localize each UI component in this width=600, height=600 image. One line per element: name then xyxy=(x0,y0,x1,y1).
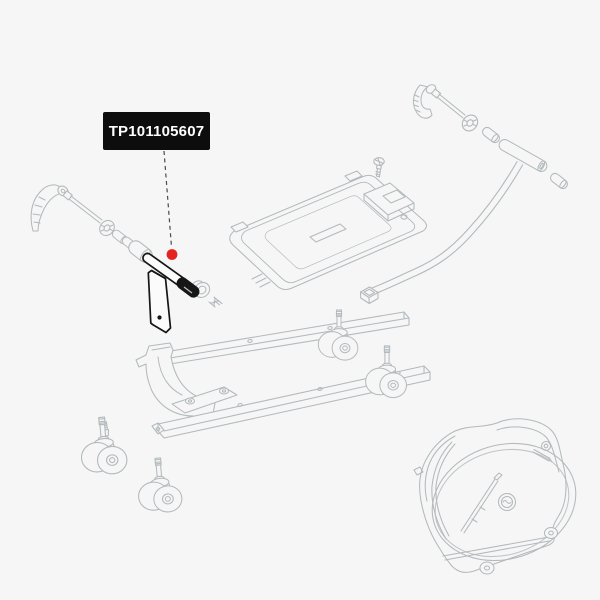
callout-leader-line xyxy=(163,150,173,248)
quick-release-skewer-right xyxy=(412,84,502,145)
caster-front-center xyxy=(134,455,184,515)
platform-screw xyxy=(373,157,385,178)
seat-tube-bracket[interactable] xyxy=(142,252,200,334)
clamp-bolt xyxy=(208,296,223,308)
frame-rail-rear xyxy=(164,311,410,365)
caster-front-left xyxy=(77,414,129,477)
tee-handle-arm xyxy=(359,139,548,305)
support-foot xyxy=(135,342,238,417)
top-platform xyxy=(229,170,428,291)
caster-mounted xyxy=(317,309,359,361)
callout-label[interactable]: TP101105607 xyxy=(103,112,210,150)
bike-travel-case xyxy=(413,418,577,575)
spacer-sleeve-far-right xyxy=(548,171,570,191)
part-number-text: TP101105607 xyxy=(108,122,205,140)
part-marker-dot[interactable] xyxy=(166,249,178,260)
quick-release-skewer-left xyxy=(30,184,156,266)
